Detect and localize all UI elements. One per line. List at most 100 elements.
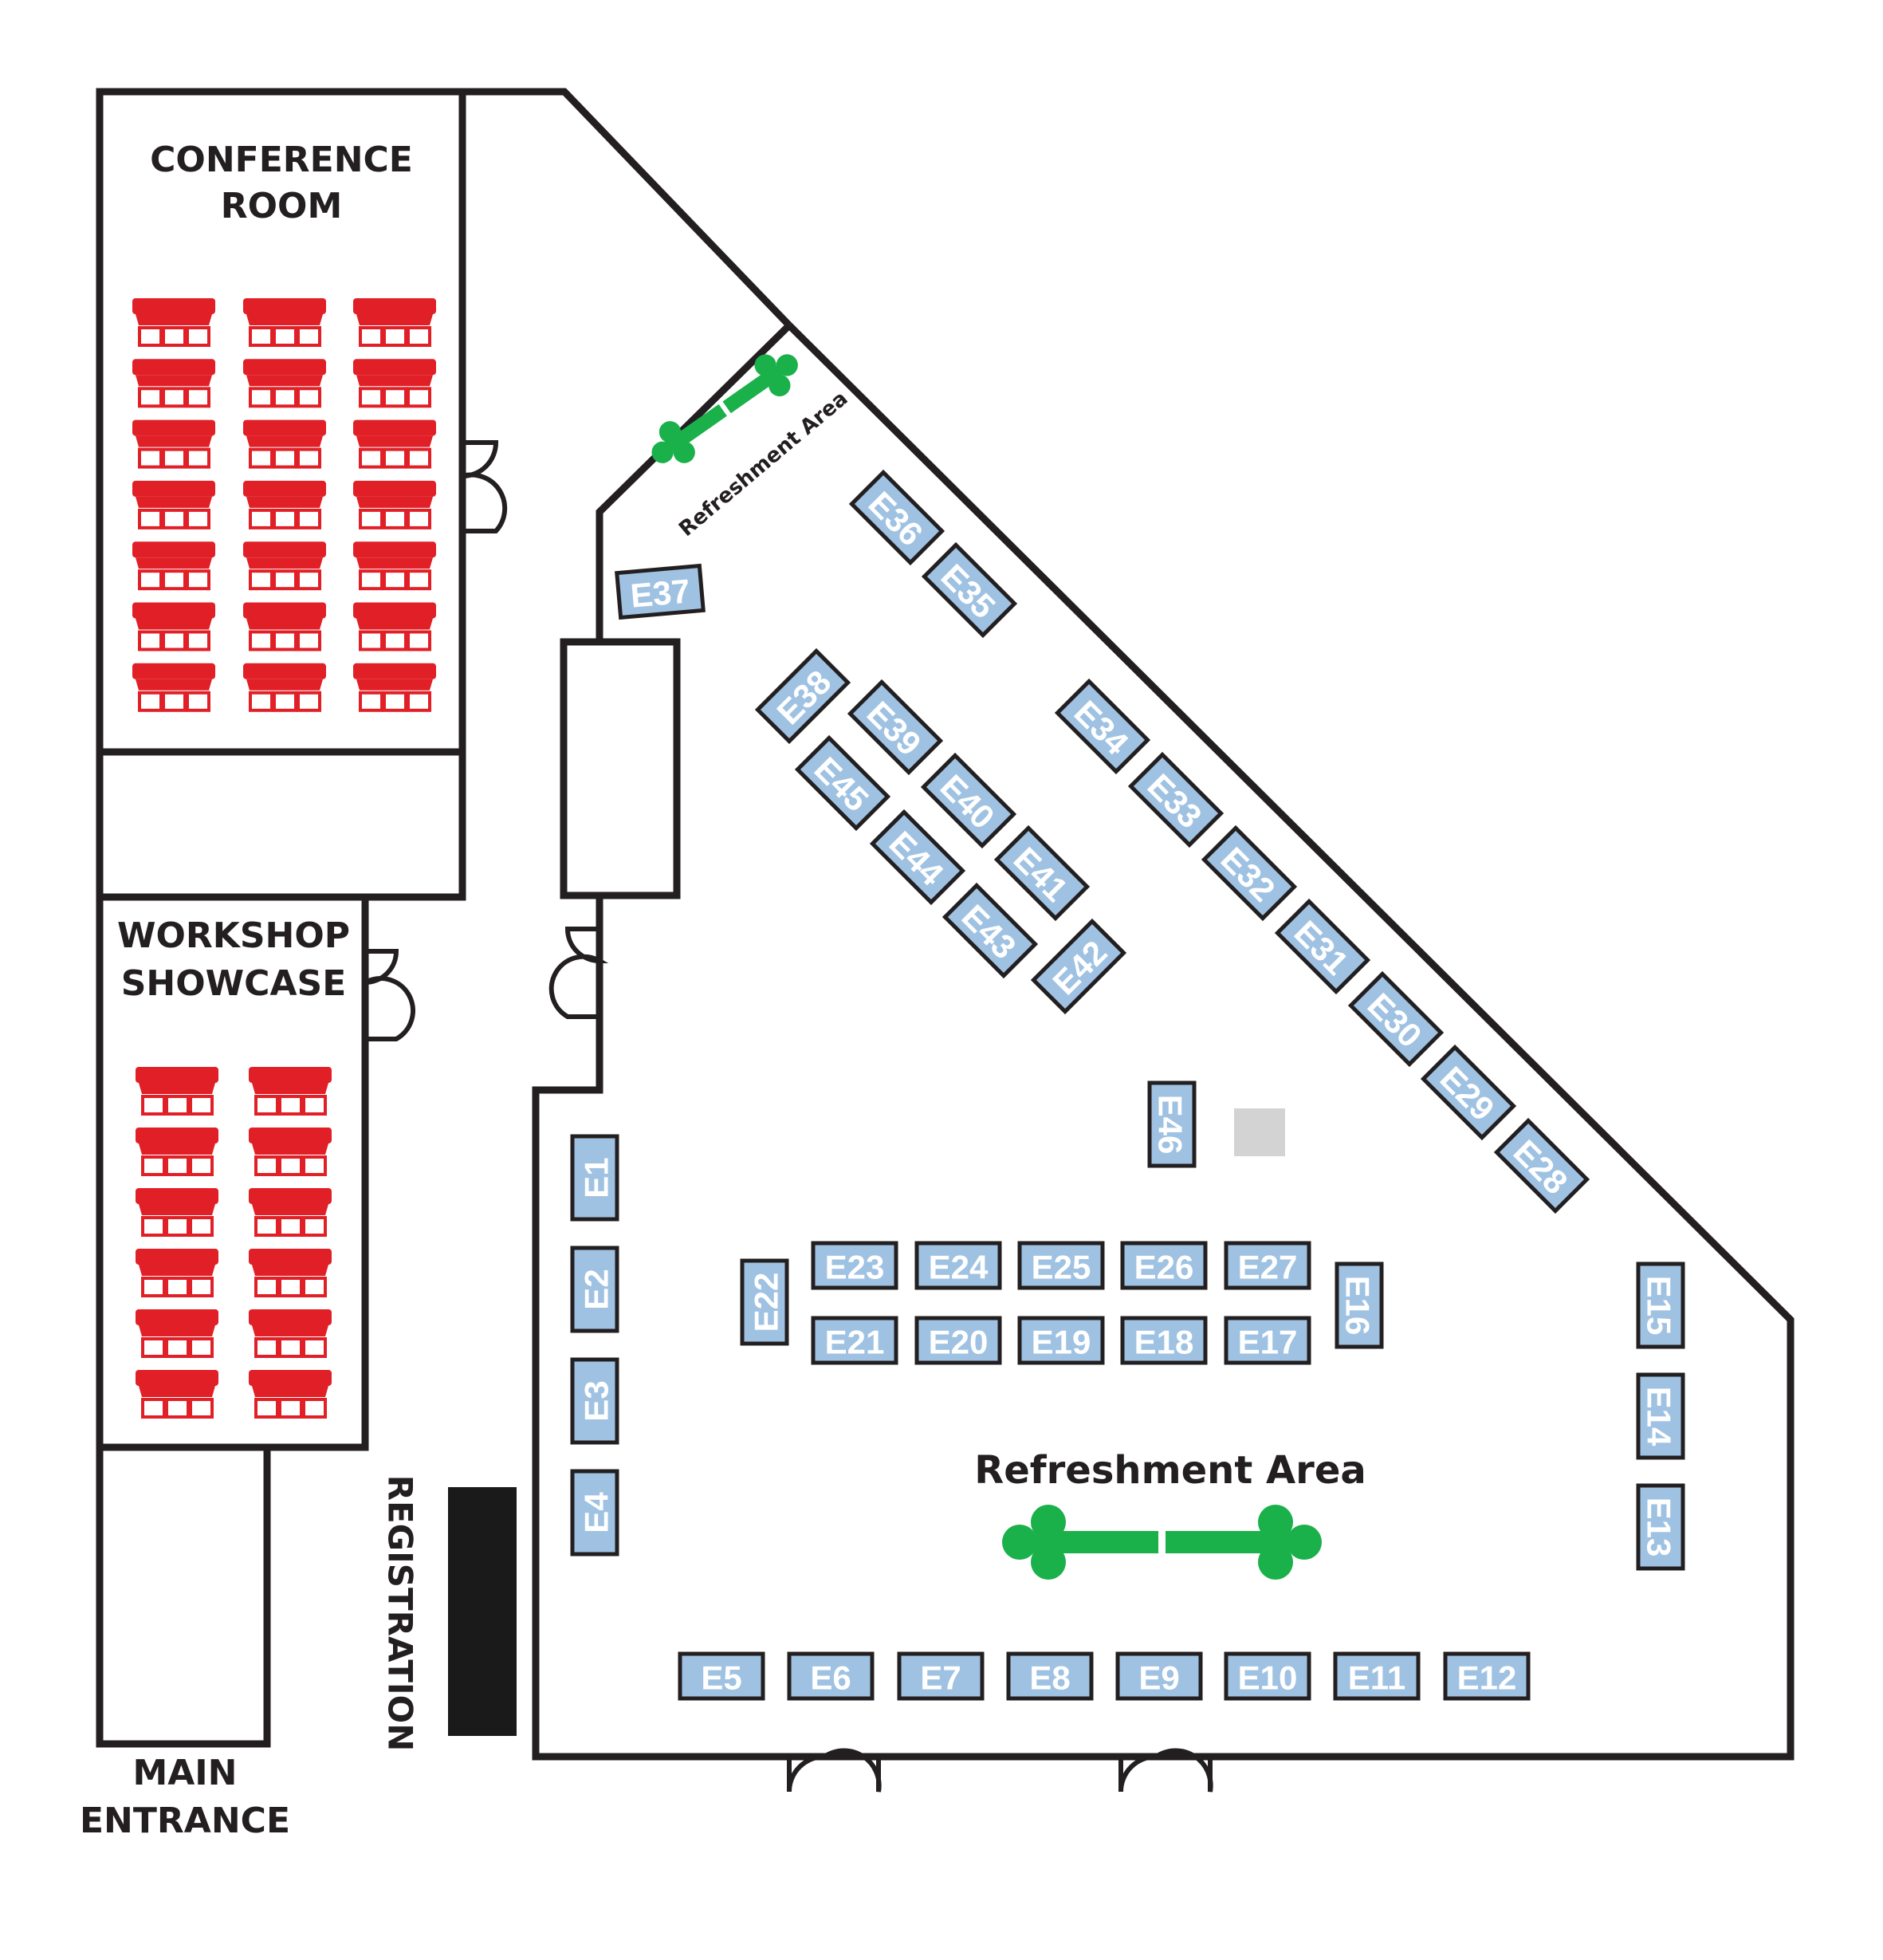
booth-e16[interactable]: E16 (1335, 1261, 1384, 1349)
seating-unit (353, 541, 436, 591)
booth-e24[interactable]: E24 (914, 1241, 1002, 1290)
booth-e3[interactable]: E3 (570, 1357, 619, 1445)
registration-desk (448, 1487, 517, 1736)
booth-e22[interactable]: E22 (740, 1258, 789, 1346)
south-door-1-icon (787, 1748, 882, 1793)
seating-unit (249, 1067, 332, 1116)
booth-label: E3 (578, 1380, 615, 1421)
booth-e44[interactable]: E44 (869, 809, 966, 906)
corridor-inner-wall (596, 322, 792, 642)
booth-e7[interactable]: E7 (897, 1651, 985, 1701)
booth-e30[interactable]: E30 (1347, 970, 1445, 1068)
booth-e38[interactable]: E38 (754, 647, 851, 745)
booth-label: E16 (1339, 1276, 1377, 1336)
refreshment-table (1051, 1531, 1158, 1553)
booth-label: E10 (1238, 1659, 1298, 1697)
booth-e6[interactable]: E6 (787, 1651, 875, 1701)
seating-unit (249, 1188, 332, 1237)
seating-unit (353, 480, 436, 529)
booth-e40[interactable]: E40 (920, 752, 1017, 849)
booth-e45[interactable]: E45 (794, 734, 891, 832)
booth-label: E20 (929, 1324, 989, 1361)
booth-label: E19 (1032, 1324, 1091, 1361)
refreshment-chair (1287, 1525, 1322, 1560)
booth-e29[interactable]: E29 (1420, 1044, 1517, 1141)
storage-room (560, 638, 681, 899)
seating-unit (353, 663, 436, 712)
seating-unit (249, 1370, 332, 1419)
seating-unit (249, 1249, 332, 1297)
main-entrance-label-line1: MAIN (132, 1753, 237, 1793)
booth-e19[interactable]: E19 (1017, 1316, 1105, 1365)
booth-e31[interactable]: E31 (1274, 898, 1371, 995)
booth-e25[interactable]: E25 (1017, 1241, 1105, 1290)
workshop-label-line2: SHOWCASE (121, 963, 347, 1004)
booth-label: E21 (825, 1324, 885, 1361)
booth-e4[interactable]: E4 (570, 1469, 619, 1557)
refreshment-table (1166, 1531, 1273, 1553)
corridor-top-wall (462, 88, 792, 329)
booth-label: E37 (629, 572, 692, 614)
booth-e13[interactable]: E13 (1636, 1483, 1685, 1571)
booth-e9[interactable]: E9 (1115, 1651, 1203, 1701)
booth-e43[interactable]: E43 (942, 882, 1039, 979)
seating-unit (132, 602, 215, 651)
seating-unit (132, 419, 215, 469)
booth-e27[interactable]: E27 (1224, 1241, 1311, 1290)
refreshment-table (722, 371, 774, 414)
seating-unit (243, 541, 326, 591)
seating-unit (132, 480, 215, 529)
workshop-label-line1: WORKSHOP (117, 915, 350, 956)
booth-e33[interactable]: E33 (1127, 751, 1225, 848)
booth-e14[interactable]: E14 (1636, 1372, 1685, 1460)
booth-e2[interactable]: E2 (570, 1246, 619, 1333)
booth-e41[interactable]: E41 (993, 825, 1091, 922)
booth-label: E2 (578, 1269, 615, 1309)
booth-e11[interactable]: E11 (1333, 1651, 1421, 1701)
booth-label: E13 (1641, 1498, 1678, 1557)
booth-e46[interactable]: E46 (1147, 1080, 1197, 1168)
booth-e18[interactable]: E18 (1120, 1316, 1208, 1365)
conference-room-label-line1: CONFERENCE (150, 140, 413, 180)
booth-label: E9 (1138, 1659, 1179, 1697)
seating-unit (132, 359, 215, 408)
seating-unit (136, 1370, 218, 1419)
booth-label: E46 (1152, 1095, 1189, 1155)
south-door-2-icon (1118, 1748, 1213, 1793)
booth-e20[interactable]: E20 (914, 1316, 1002, 1365)
booth-e10[interactable]: E10 (1224, 1651, 1311, 1701)
booth-e17[interactable]: E17 (1224, 1316, 1311, 1365)
conference-door-icon (462, 440, 508, 533)
booth-e5[interactable]: E5 (678, 1651, 765, 1701)
booth-e12[interactable]: E12 (1443, 1651, 1531, 1701)
seating-unit (136, 1067, 218, 1116)
booth-e23[interactable]: E23 (811, 1241, 898, 1290)
booth-e32[interactable]: E32 (1201, 825, 1298, 922)
booth-e28[interactable]: E28 (1493, 1117, 1590, 1214)
seating-unit (249, 1128, 332, 1176)
booth-e36[interactable]: E36 (848, 469, 945, 566)
booth-e15[interactable]: E15 (1636, 1261, 1685, 1349)
booth-e1[interactable]: E1 (570, 1134, 619, 1222)
seating-unit (353, 602, 436, 651)
booth-e35[interactable]: E35 (921, 541, 1018, 639)
booth-label: E15 (1641, 1276, 1678, 1336)
booth-e26[interactable]: E26 (1120, 1241, 1208, 1290)
booth-e8[interactable]: E8 (1006, 1651, 1094, 1701)
booth-e37[interactable]: E37 (615, 563, 706, 620)
refreshment-table (675, 403, 727, 447)
booth-e42[interactable]: E42 (1030, 918, 1127, 1015)
seating-unit (249, 1309, 332, 1358)
workshop-seating (136, 1067, 332, 1419)
booth-label: E23 (825, 1249, 885, 1286)
seating-unit (353, 298, 436, 347)
booth-label: E25 (1032, 1249, 1091, 1286)
booth-label: E8 (1029, 1659, 1070, 1697)
main-entrance-label-line2: ENTRANCE (80, 1801, 290, 1841)
booth-e21[interactable]: E21 (811, 1316, 898, 1365)
booth-label: E22 (748, 1273, 785, 1332)
seating-unit (132, 298, 215, 347)
booth-e39[interactable]: E39 (847, 679, 944, 776)
booth-e34[interactable]: E34 (1054, 678, 1151, 775)
